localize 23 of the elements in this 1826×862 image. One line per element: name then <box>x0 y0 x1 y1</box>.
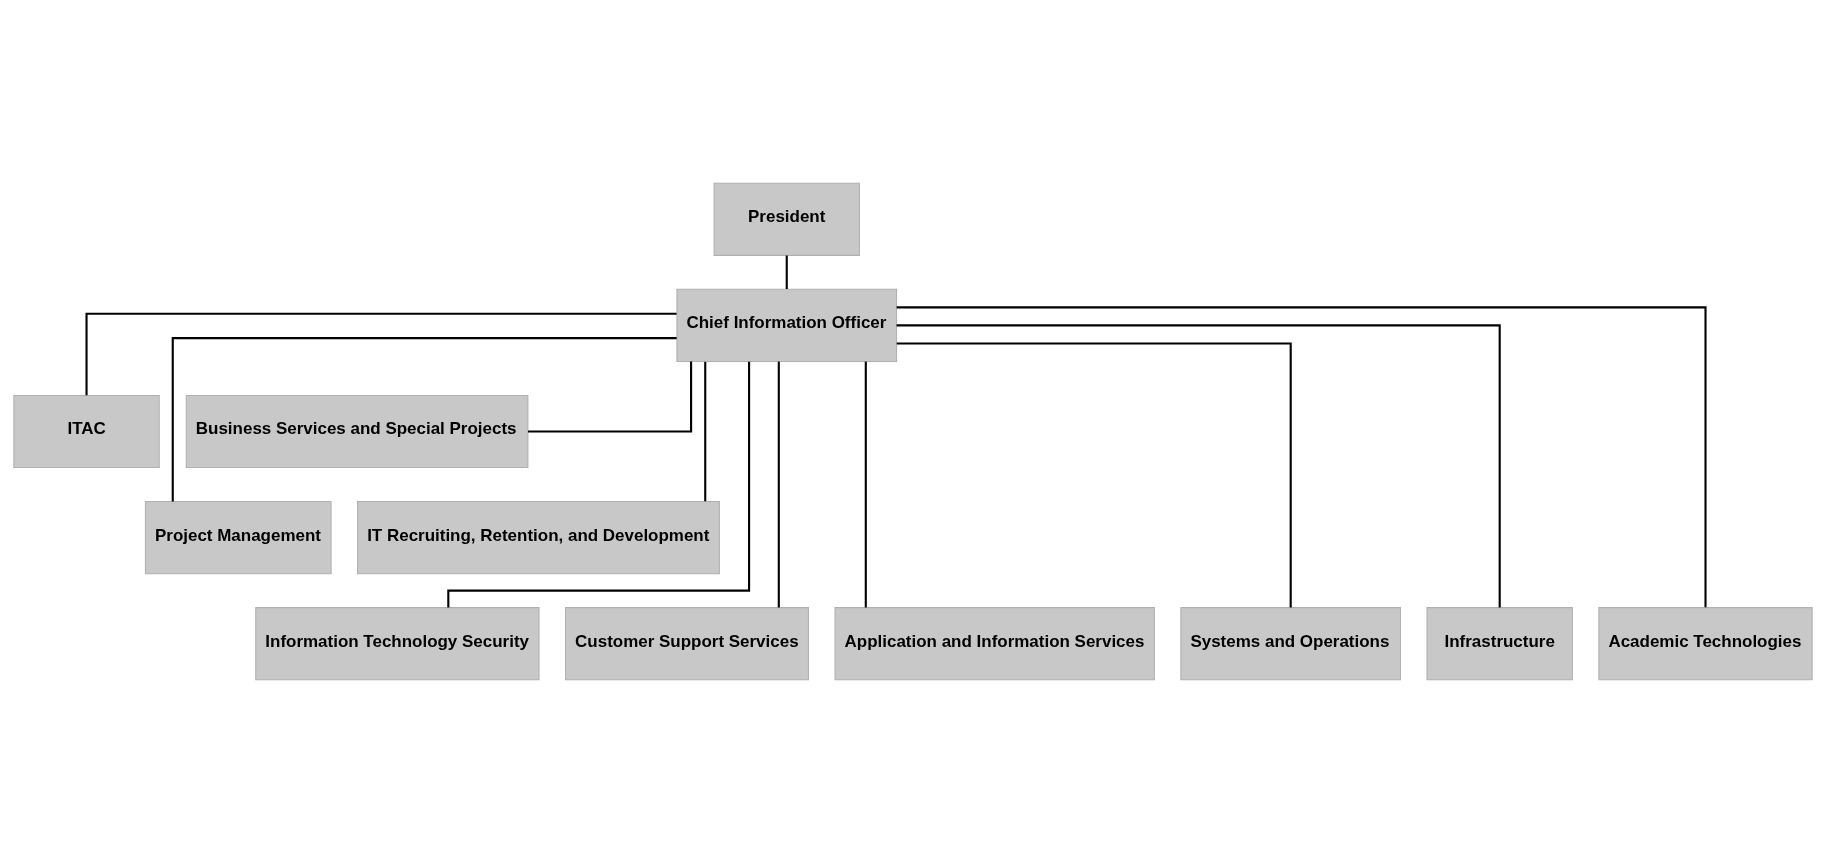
node-box: Business Services and Special Projects <box>185 394 529 468</box>
connector <box>171 336 677 501</box>
node-box: Systems and Operations <box>1180 606 1401 680</box>
connector <box>777 361 780 607</box>
connector <box>896 323 1501 607</box>
node-box: ITAC <box>13 394 160 468</box>
connector <box>864 361 867 607</box>
node-box: Project Management <box>144 500 332 574</box>
connector <box>447 361 751 607</box>
node-box: IT Recruiting, Retention, and Development <box>357 500 720 574</box>
node-box: Application and Information Services <box>834 606 1155 680</box>
node-box: Information Technology Security <box>255 606 540 680</box>
connector <box>704 361 707 501</box>
connector <box>85 312 677 395</box>
node-box: Chief Information Officer <box>676 288 898 362</box>
node-box: Academic Technologies <box>1598 606 1813 680</box>
node-box: Customer Support Services <box>565 606 810 680</box>
node-box: Infrastructure <box>1426 606 1573 680</box>
node-box: President <box>713 182 860 256</box>
connector <box>896 341 1292 607</box>
connector <box>785 255 788 289</box>
connector <box>896 305 1707 607</box>
connector <box>528 361 693 433</box>
